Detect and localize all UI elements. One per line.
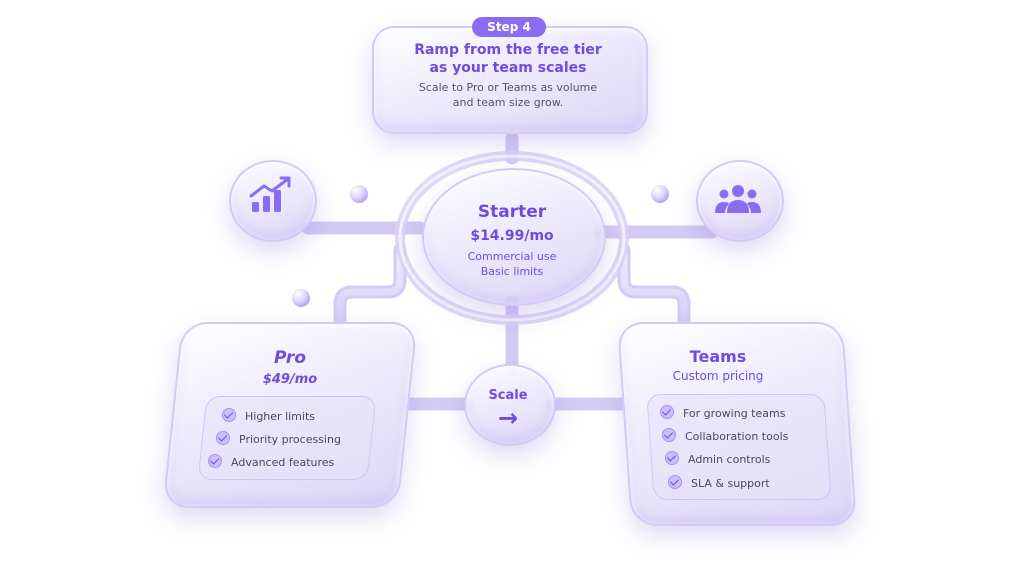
teams-feature-label: Admin controls (688, 453, 771, 466)
step-badge: Step 4 (472, 17, 546, 37)
scale-bubble (464, 364, 556, 446)
starter-price: $14.99/mo (470, 228, 554, 244)
pro-name: Pro (274, 348, 306, 368)
bead (292, 289, 310, 307)
teams-feature-item: For growing teams (660, 405, 785, 420)
teams-feature-label: Collaboration tools (685, 430, 789, 443)
starter-line1: Commercial use (467, 250, 557, 263)
teams-feature-item: Admin controls (665, 451, 770, 466)
step-title-line1: Ramp from the free tier (414, 42, 602, 58)
teams-feature-item: SLA & support (668, 475, 770, 490)
starter-card (422, 168, 606, 306)
pro-feature-label: Higher limits (245, 410, 315, 423)
teams-feature-item: Collaboration tools (662, 428, 788, 443)
arrow-right-icon: → (497, 404, 519, 432)
growth-chart-icon (249, 176, 291, 212)
check-icon (668, 475, 682, 489)
pro-feature-item: Higher limits (222, 408, 315, 423)
team-users-icon (715, 185, 761, 213)
pro-feature-item: Priority processing (216, 431, 341, 446)
teams-feature-label: For growing teams (683, 407, 786, 420)
pro-feature-label: Advanced features (231, 456, 335, 469)
check-icon (662, 428, 676, 442)
teams-name: Teams (689, 347, 747, 366)
check-icon (208, 454, 222, 468)
check-icon (665, 451, 679, 465)
starter-name: Starter (477, 202, 547, 222)
step-desc-line1: Scale to Pro or Teams as volume (418, 81, 598, 94)
bead (651, 185, 669, 203)
check-icon (216, 431, 230, 445)
step-desc-line2: and team size grow. (452, 96, 564, 109)
pro-feature-item: Advanced features (208, 454, 334, 469)
growth-icon-bubble (229, 160, 317, 242)
step-badge-label: Step 4 (487, 20, 531, 34)
scale-label: Scale (488, 388, 528, 403)
pro-price: $49/mo (262, 372, 318, 387)
teams-price: Custom pricing (672, 369, 764, 383)
starter-line2: Basic limits (480, 265, 544, 278)
check-icon (222, 408, 236, 422)
pro-feature-label: Priority processing (239, 433, 341, 446)
check-icon (660, 405, 674, 419)
step-card (372, 26, 648, 134)
bead (350, 185, 368, 203)
teams-feature-label: SLA & support (691, 477, 770, 490)
step-title-line2: as your team scales (429, 60, 587, 76)
